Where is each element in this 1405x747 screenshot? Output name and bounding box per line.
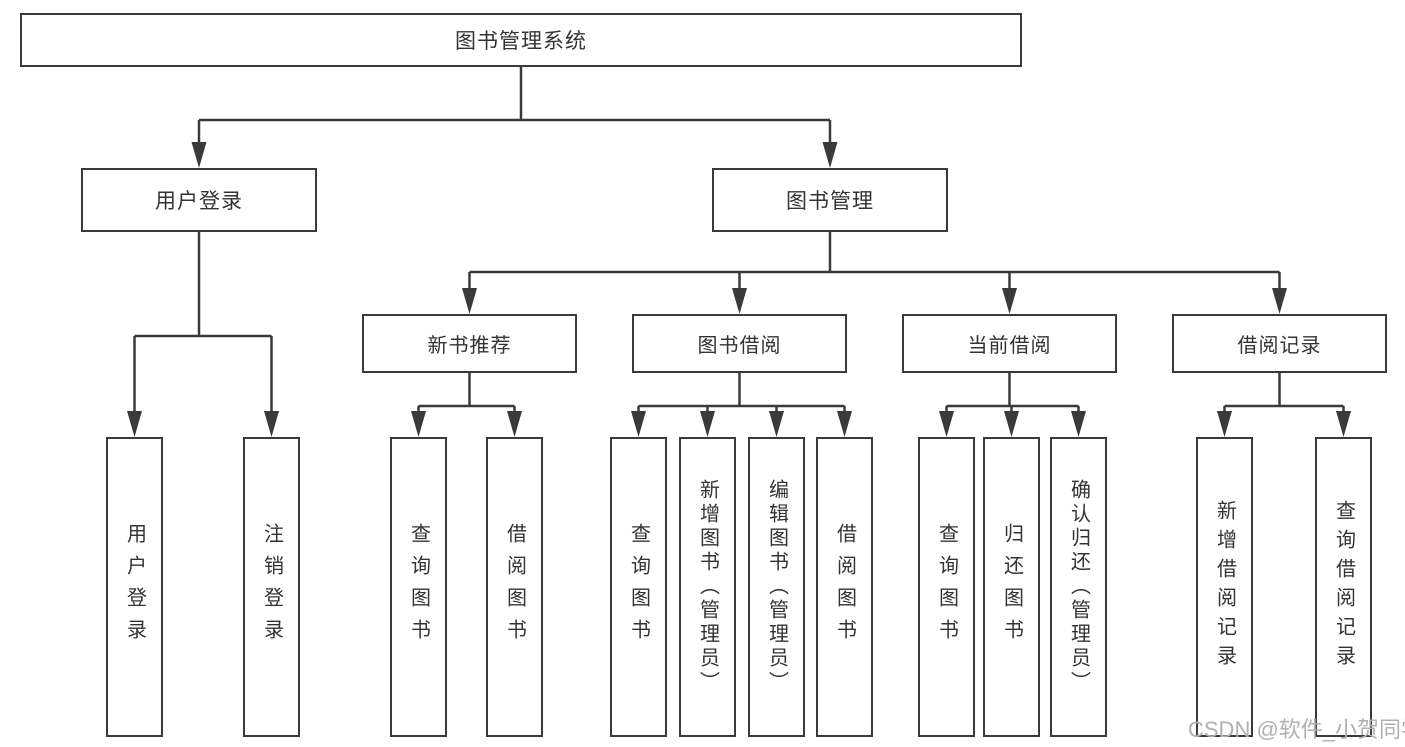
node-label: 当前借阅 [967,335,1052,357]
node-book-management: 图书管理 [712,168,948,232]
node-user-login: 用户登录 [81,168,317,232]
leaf-query-books-current: 查询图书 [918,437,975,737]
leaf-borrow-books: 借阅图书 [816,437,873,737]
node-borrowing-records: 借阅记录 [1172,314,1387,373]
node-label: 用户登录 [155,190,243,213]
leaf-label: 注销登录 [260,523,283,651]
leaf-borrow-books-recommend: 借阅图书 [486,437,543,737]
leaf-user-login: 用户登录 [106,437,163,737]
leaf-label: 用户登录 [123,523,146,651]
node-new-book-recommendation: 新书推荐 [362,314,577,373]
leaf-label: 新增借阅记录 [1213,500,1236,674]
leaf-label: 编辑图书（管理员） [765,479,788,695]
leaf-label: 借阅图书 [503,523,526,651]
leaf-label: 归还图书 [1000,523,1023,651]
leaf-edit-books-admin: 编辑图书（管理员） [748,437,805,737]
leaf-label: 查询图书 [935,523,958,651]
leaf-logout: 注销登录 [243,437,300,737]
leaf-label: 查询借阅记录 [1332,500,1355,674]
leaf-return-books: 归还图书 [983,437,1040,737]
node-label: 借阅记录 [1237,335,1322,357]
leaf-add-books-admin: 新增图书（管理员） [679,437,736,737]
node-book-borrowing: 图书借阅 [632,314,847,373]
node-label: 图书管理 [786,190,874,213]
leaf-query-books-recommend: 查询图书 [390,437,447,737]
leaf-add-borrow-record: 新增借阅记录 [1196,437,1253,737]
node-label: 图书借阅 [697,335,782,357]
node-label: 图书管理系统 [455,30,587,53]
arrowheads [127,142,1351,437]
node-current-borrowing: 当前借阅 [902,314,1117,373]
leaf-label: 查询图书 [407,523,430,651]
leaf-label: 查询图书 [627,523,650,651]
leaf-label: 借阅图书 [833,523,856,651]
csdn-watermark: CSDN @软件_小贺同学 [1188,717,1405,742]
leaf-query-books-borrow: 查询图书 [610,437,667,737]
leaf-confirm-return-admin: 确认归还（管理员） [1050,437,1107,737]
leaf-label: 新增图书（管理员） [696,479,719,695]
node-library-management-system: 图书管理系统 [20,13,1022,67]
node-label: 新书推荐 [427,335,512,357]
leaf-query-borrow-record: 查询借阅记录 [1315,437,1372,737]
leaf-label: 确认归还（管理员） [1067,479,1090,695]
